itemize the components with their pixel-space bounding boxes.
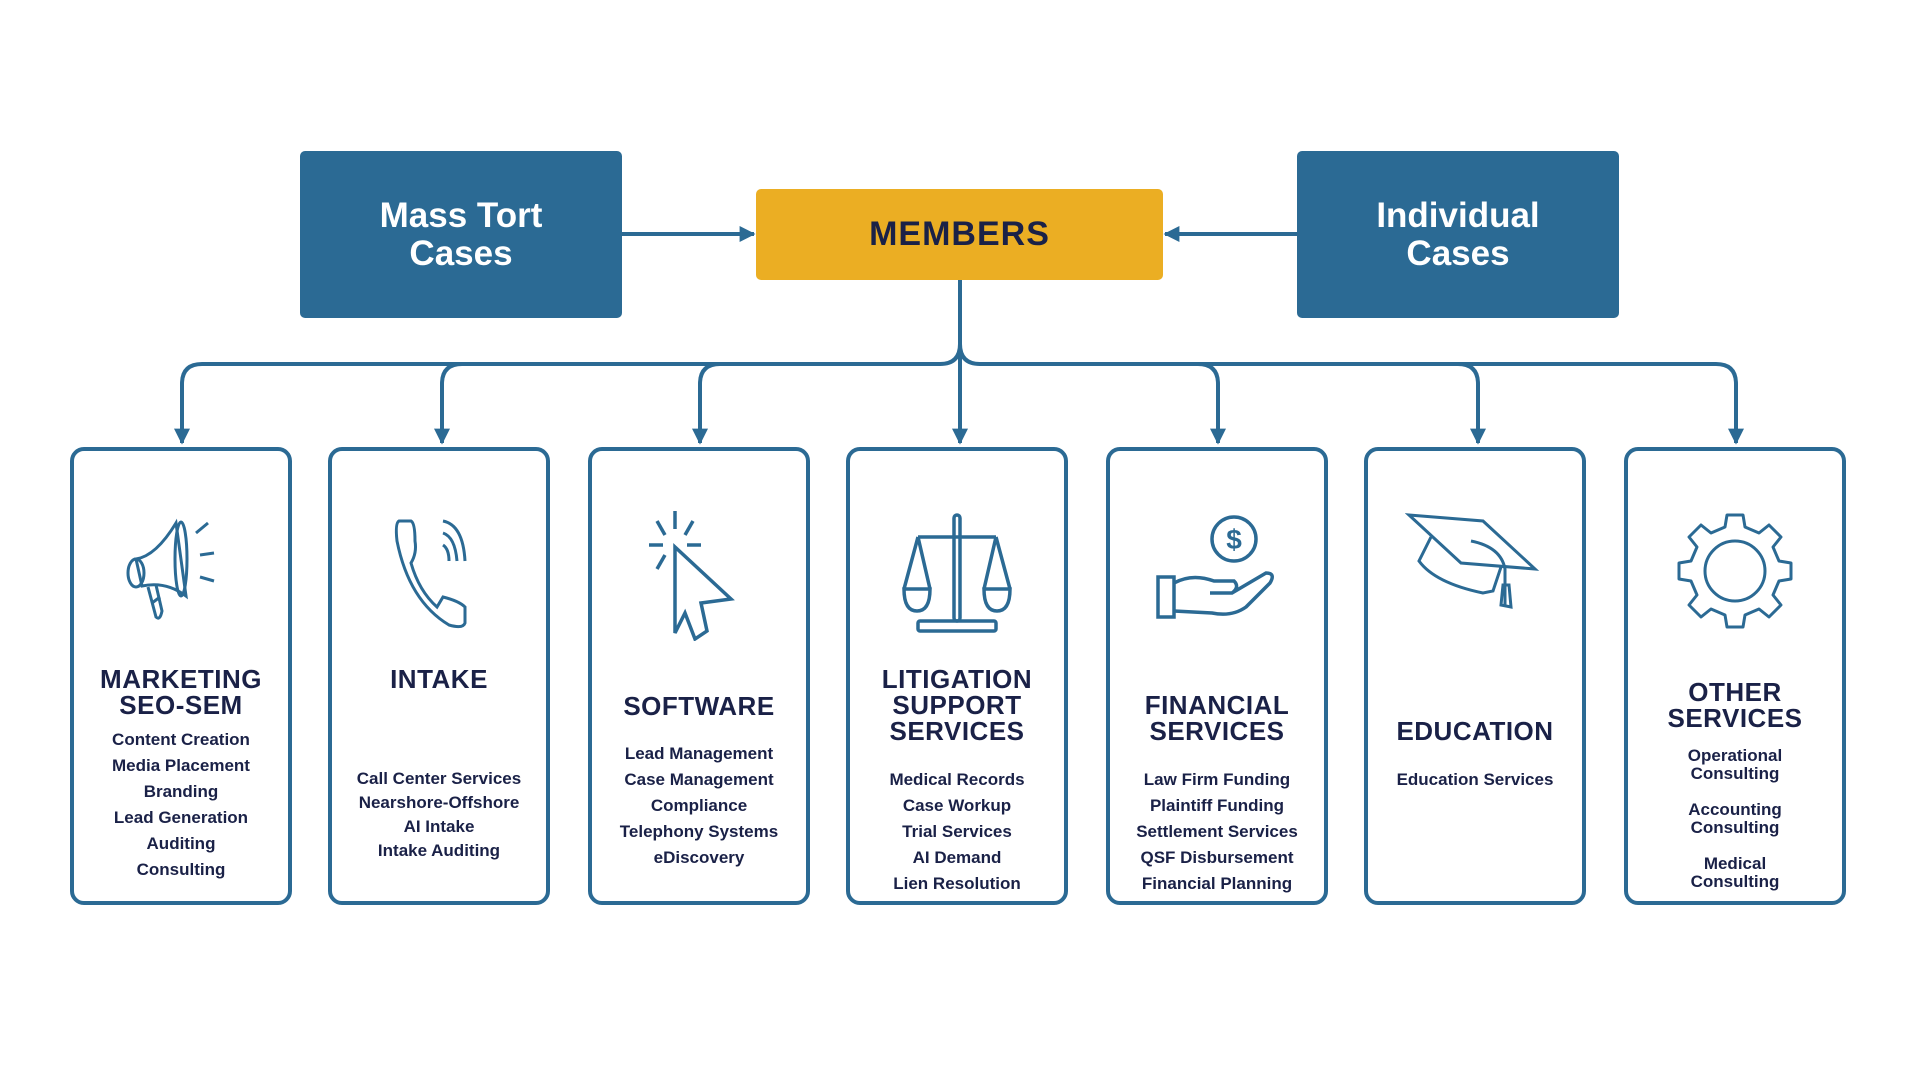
card-title: SOFTWARE xyxy=(592,693,806,719)
text-line: OTHER xyxy=(1688,677,1782,707)
text-line: SERVICES xyxy=(1667,703,1803,733)
text-line: Lien Resolution xyxy=(893,874,1021,893)
text-line: SERVICES xyxy=(889,716,1025,746)
text-line: SUPPORT xyxy=(892,690,1022,720)
text-line: MARKETING xyxy=(100,664,262,694)
text-line: Medical Consulting xyxy=(1690,854,1780,891)
arrow-intake xyxy=(434,362,463,445)
phone-icon xyxy=(394,519,467,629)
text-line: SOFTWARE xyxy=(623,691,775,721)
graduation-cap-icon xyxy=(1405,513,1540,609)
svg-text:$: $ xyxy=(1226,524,1242,555)
hand-dollar-icon: $ xyxy=(1156,515,1274,619)
text-line: Compliance xyxy=(650,796,748,815)
text-line: Telephony Systems xyxy=(619,822,779,841)
text-line: Auditing xyxy=(146,834,216,853)
megaphone-icon xyxy=(126,518,215,620)
card-title: EDUCATION xyxy=(1368,718,1582,744)
text-line: Call Center Services xyxy=(356,769,522,788)
text-line: eDiscovery xyxy=(653,848,745,867)
text-line: QSF Disbursement xyxy=(1140,848,1294,867)
members-box: MEMBERS xyxy=(756,189,1163,280)
text-line: Content Creation xyxy=(112,730,250,749)
text-line: AI Demand xyxy=(912,848,1002,867)
text-line: Case Workup xyxy=(902,796,1012,815)
text-line: Accounting Consulting xyxy=(1688,800,1782,837)
text-line: Nearshore-Offshore xyxy=(358,793,520,812)
text-line: Law Firm Funding xyxy=(1143,770,1291,789)
card-items: Education Services xyxy=(1368,767,1582,793)
label-line: Cases xyxy=(1406,233,1510,273)
scales-icon xyxy=(902,513,1012,633)
cursor-click-icon xyxy=(649,511,735,641)
text-line: AI Intake xyxy=(403,817,475,836)
arrow-education xyxy=(1457,362,1486,445)
text-line: Financial Planning xyxy=(1141,874,1293,893)
text-line: Branding xyxy=(143,782,219,801)
text-line: FINANCIAL xyxy=(1144,690,1290,720)
label-line: Cases xyxy=(409,233,513,273)
text-line: Lead Generation xyxy=(113,808,249,827)
gear-icon xyxy=(1677,513,1793,629)
text-line: SEO-SEM xyxy=(119,690,243,720)
label-line: Individual xyxy=(1376,195,1540,235)
text-line: Plaintiff Funding xyxy=(1149,796,1285,815)
text-line: Media Placement xyxy=(112,756,250,775)
text-line: Trial Services xyxy=(902,822,1012,841)
text-line: Lead Management xyxy=(624,744,774,763)
card-title: INTAKE xyxy=(332,666,546,692)
text-line: Education Services xyxy=(1396,770,1554,789)
text-line: Settlement Services xyxy=(1136,822,1298,841)
bus-right xyxy=(958,343,1744,445)
text-line: LITIGATION xyxy=(881,664,1033,694)
text-line: SERVICES xyxy=(1149,716,1285,746)
text-line: Case Management xyxy=(624,770,774,789)
label-line: Mass Tort xyxy=(379,195,543,235)
text-line: Consulting xyxy=(136,860,226,879)
text-line: INTAKE xyxy=(390,664,488,694)
arrow-financial xyxy=(1197,362,1226,445)
text-line: EDUCATION xyxy=(1396,716,1554,746)
text-line: Medical Records xyxy=(889,770,1025,789)
members-label: MEMBERS xyxy=(869,215,1050,253)
card-education: EDUCATION Education Services xyxy=(1364,447,1586,905)
text-line: Operational Consulting xyxy=(1687,746,1783,783)
arrow-software xyxy=(692,362,721,445)
text-line: Intake Auditing xyxy=(377,841,501,860)
